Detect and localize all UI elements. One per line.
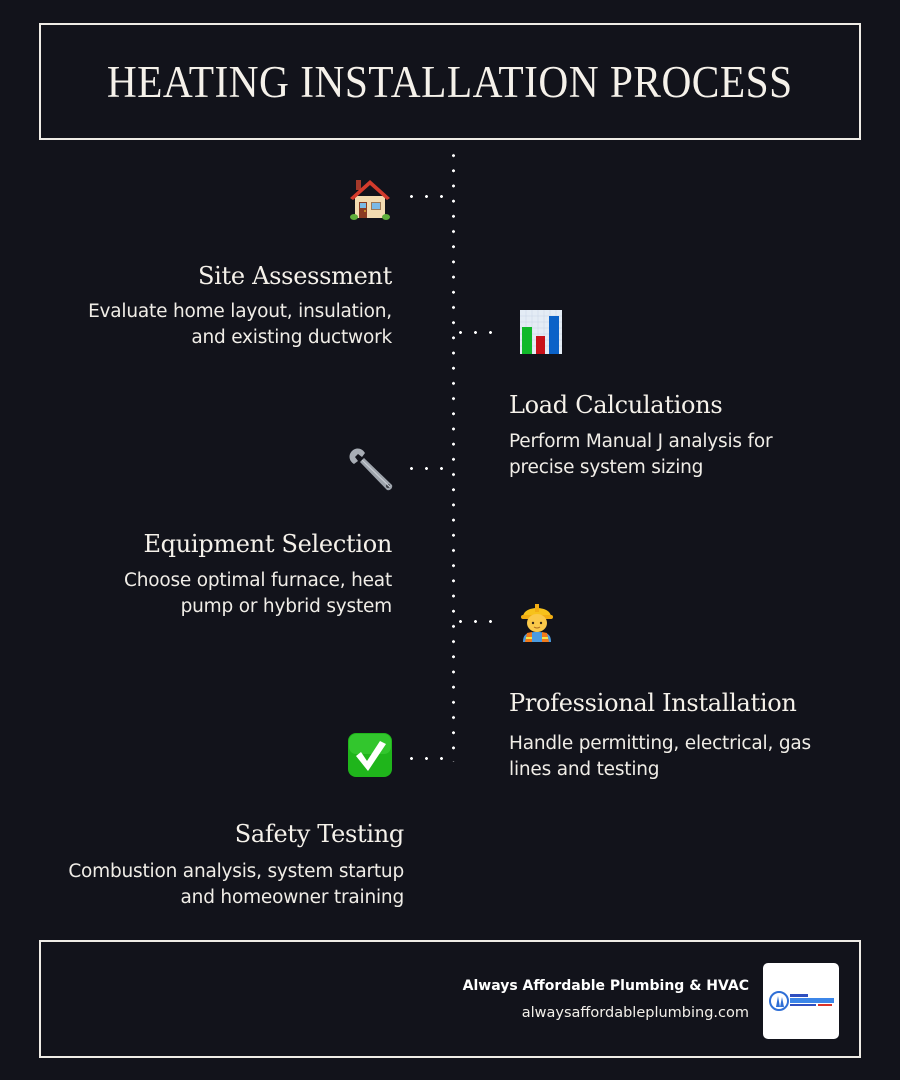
connector-step-2 — [453, 331, 503, 334]
company-website-link[interactable]: alwaysaffordableplumbing.com — [521, 1005, 749, 1021]
logo-icon — [769, 991, 834, 1011]
step-description-site-assessment: Evaluate home layout, insulation, and ex… — [88, 301, 392, 348]
page-title: HEATING INSTALLATION PROCESS — [107, 56, 793, 107]
connector-step-4 — [453, 620, 503, 623]
step-description-professional-installation: Handle permitting, electrical, gas lines… — [509, 733, 811, 780]
header-box: HEATING INSTALLATION PROCESS — [39, 23, 861, 140]
step-title-safety-testing: Safety Testing — [234, 820, 405, 848]
company-name: Always Affordable Plumbing & HVAC — [462, 978, 749, 994]
connector-step-1 — [404, 195, 454, 198]
footer-box: Always Affordable Plumbing & HVAC always… — [39, 940, 861, 1058]
step-title-load-calculations: Load Calculations — [509, 391, 723, 419]
step-description-safety-testing: Combustion analysis, system startup and … — [68, 861, 404, 908]
step-description-equipment-selection: Choose optimal furnace, heat pump or hyb… — [123, 570, 392, 617]
step-title-site-assessment: Site Assessment — [198, 262, 392, 290]
connector-step-5 — [404, 757, 454, 760]
wrench-icon — [344, 443, 396, 495]
connector-step-3 — [404, 467, 454, 470]
construction-worker-icon — [511, 593, 563, 645]
step-title-professional-installation: Professional Installation — [509, 689, 797, 717]
bar-chart-icon — [515, 306, 567, 358]
timeline-dotted-line — [452, 148, 455, 762]
check-mark-button-icon — [344, 729, 396, 781]
company-logo — [763, 963, 839, 1039]
step-title-equipment-selection: Equipment Selection — [143, 530, 392, 558]
house-icon — [344, 172, 396, 224]
step-description-load-calculations: Perform Manual J analysis for precise sy… — [509, 431, 773, 478]
